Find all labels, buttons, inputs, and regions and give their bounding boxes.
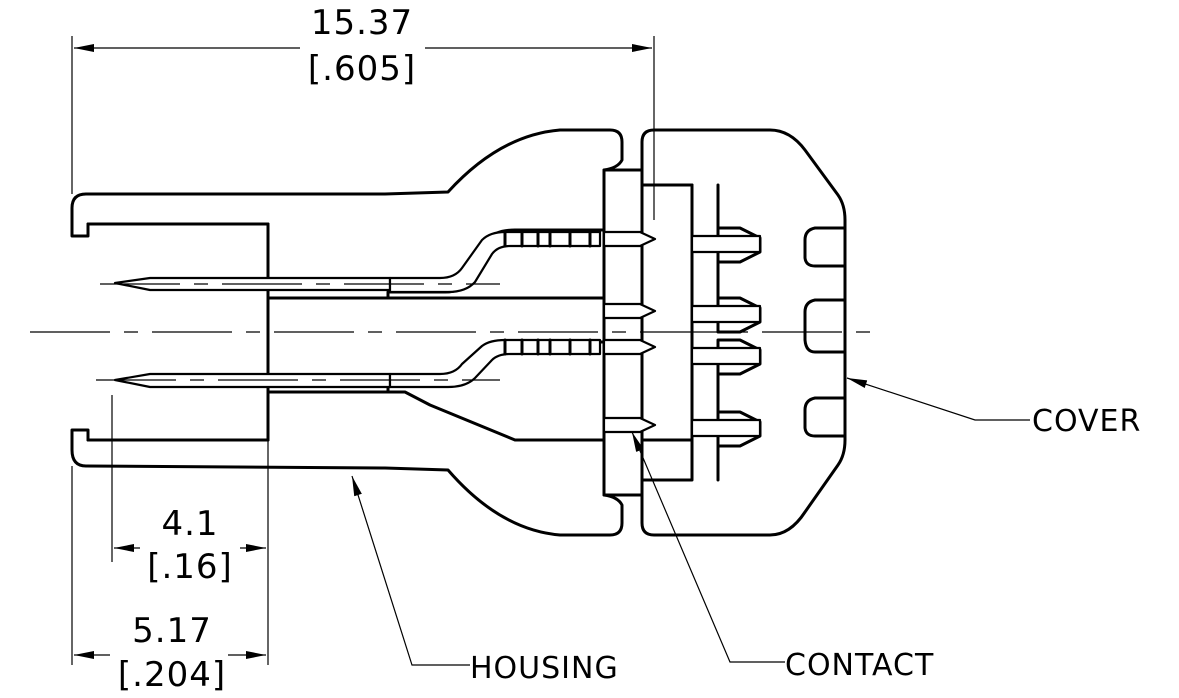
depth-dim-mm: 5.17 [132, 611, 212, 651]
contact-pins [113, 230, 762, 438]
upper-pin-bend [388, 230, 602, 294]
pin-spacers [503, 230, 592, 356]
housing-front-cavity [86, 222, 270, 442]
center-lines [30, 283, 870, 381]
cover-rear-notches [803, 226, 847, 438]
depth-dim-inch: [.204] [118, 655, 226, 695]
label-housing: HOUSING [351, 475, 619, 686]
overall-dim-mm: 15.37 [311, 3, 413, 43]
label-contact: CONTACT [631, 431, 934, 683]
dimension-pin-to-face: 4.1 [.16] [111, 395, 269, 665]
cover-section [640, 128, 847, 537]
insert-pin-3 [602, 338, 657, 356]
insert-pin-4 [602, 416, 657, 434]
cover-label: COVER [1032, 404, 1141, 439]
lower-pin-bend [388, 338, 602, 389]
cover-body [640, 128, 847, 537]
cover-pin-1 [690, 234, 762, 254]
housing-lower-wall [70, 390, 624, 537]
label-cover: COVER [846, 377, 1141, 439]
dimension-housing-depth: 5.17 [.204] [71, 466, 266, 695]
insert-pin-1 [602, 230, 657, 248]
insert-pin-2 [602, 302, 657, 320]
housing-label: HOUSING [470, 651, 619, 686]
housing-leader [351, 475, 470, 666]
contact-label: CONTACT [785, 648, 934, 683]
cover-pin-4 [690, 418, 762, 438]
pin-dim-inch: [.16] [147, 547, 233, 587]
cover-leader [846, 377, 1030, 421]
pin-dim-mm: 4.1 [161, 504, 218, 544]
cover-pin-3 [690, 346, 762, 366]
contact-leader [631, 431, 785, 663]
housing-upper-wall [70, 128, 624, 300]
dimension-overall: 15.37 [.605] [71, 3, 655, 220]
cover-pin-2 [690, 304, 762, 324]
overall-dim-inch: [.605] [308, 49, 416, 89]
